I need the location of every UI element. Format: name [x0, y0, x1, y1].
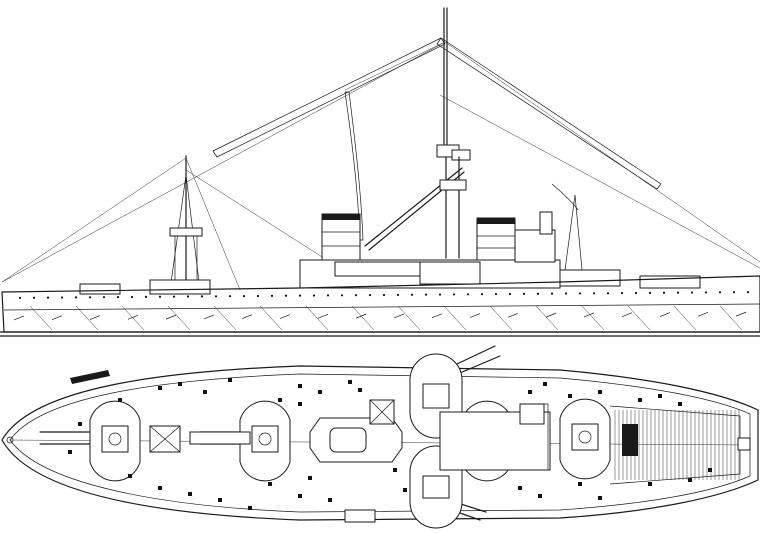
deck-outline: [1, 365, 759, 521]
bow-marker: [6, 436, 14, 444]
deck-fittings: [68, 378, 712, 510]
hull-profile: [0, 275, 760, 337]
funnels: [321, 213, 516, 261]
rigging-wires: [1, 41, 760, 291]
deck-plan-view: [1, 345, 759, 529]
anchor-gear: [70, 370, 110, 384]
hull-hatching: [29, 305, 743, 331]
stern-deck: [609, 405, 751, 485]
side-profile-view: [0, 7, 760, 337]
turret-y: [559, 398, 611, 480]
turret-a: [39, 400, 141, 482]
derrick-booms: [212, 37, 662, 241]
superstructure: [79, 194, 701, 295]
mainmast: [364, 7, 471, 259]
central-superstructure: [149, 399, 551, 523]
aft-funnel: [476, 217, 516, 261]
portholes: [13, 290, 750, 321]
forward-funnel: [321, 213, 361, 261]
turret-b: [199, 400, 291, 482]
